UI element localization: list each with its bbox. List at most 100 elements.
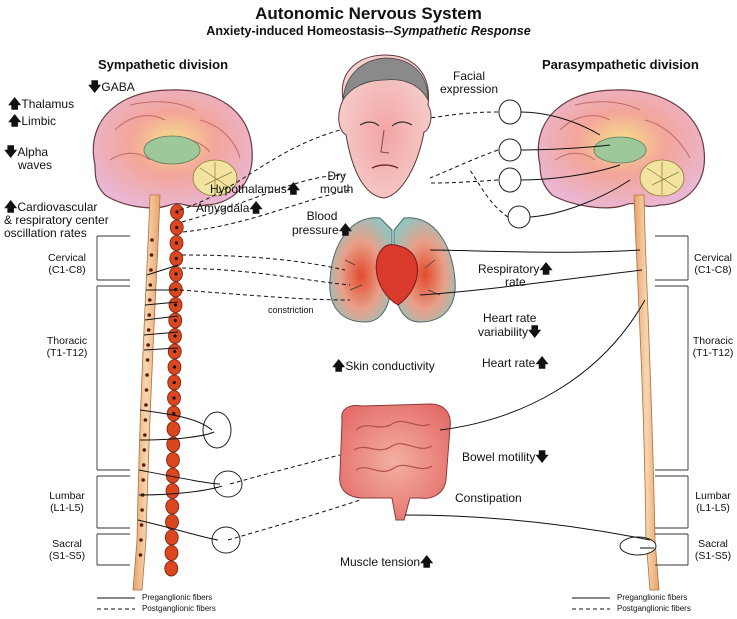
preganglionic-fibers — [137, 111, 654, 549]
right-legend-pre: Preganglionic fibers — [617, 593, 688, 602]
sacral-text: Sacral — [698, 538, 728, 550]
collateral-ganglia — [202, 411, 243, 554]
sacral-text: Sacral — [52, 538, 82, 550]
up-arrow-icon: 🡅 — [8, 113, 22, 128]
thalamus-text: Thalamus — [21, 97, 75, 111]
sacral-range: (S1-S5) — [48, 550, 86, 562]
spine-dot — [145, 373, 149, 377]
hrv-text-1: Heart rate — [483, 311, 537, 325]
chain-ganglion — [165, 514, 179, 530]
left-lumbar-label: Lumbar(L1-L5) — [42, 490, 92, 514]
ganglion-dot — [172, 411, 176, 416]
spine-dot — [148, 298, 152, 302]
bowel-motility-label: Bowel motility🡇 — [462, 450, 549, 464]
constipation-label: Constipation — [455, 491, 522, 505]
intestine-illustration — [339, 403, 451, 521]
ganglion-dot — [172, 396, 176, 400]
ganglion-dot — [172, 365, 177, 369]
right-region-brackets — [655, 235, 689, 566]
up-arrow-icon: 🡅 — [4, 199, 18, 214]
spine-dot — [139, 538, 143, 542]
diagram-title: Autonomic Nervous System — [255, 4, 482, 23]
cervical-range: (C1-C8) — [48, 264, 86, 276]
ganglion-dot — [172, 380, 176, 385]
cervical-range: (C1-C8) — [694, 264, 732, 276]
skin-text: Skin conductivity — [345, 359, 435, 373]
left-brain — [92, 89, 253, 209]
right-brain — [537, 89, 706, 209]
ganglion-dot — [174, 272, 178, 276]
lumbar-text: Lumbar — [49, 490, 85, 502]
spine-dot — [146, 328, 151, 332]
right-spinal-cord — [633, 194, 660, 591]
spine-dot — [139, 523, 144, 527]
limbic-text: Limbic — [21, 114, 57, 128]
spine-dot — [144, 388, 149, 392]
down-arrow-icon: 🡇 — [535, 449, 549, 464]
cardio-text-3: oscillation rates — [4, 226, 87, 240]
ganglion-dot — [174, 256, 178, 261]
chain-ganglion — [164, 529, 179, 546]
cardio-text-1: Cardiovascular — [17, 200, 98, 214]
left-thoracic-label: Thoracic(T1-T12) — [42, 335, 92, 359]
blood-text-2: pressure — [292, 223, 339, 237]
left-spine-dots — [138, 238, 154, 557]
left-region-brackets — [96, 235, 130, 566]
spine-dot — [148, 283, 153, 287]
postganglionic-fibers — [179, 111, 509, 541]
skin-conductivity-label: 🡅Skin conductivity — [332, 359, 435, 373]
alpha-text: Alpha — [17, 145, 49, 159]
sympathetic-chain — [164, 204, 184, 577]
right-legend-post: Postganglionic fibers — [617, 604, 691, 613]
gaba-label: 🡇GABA — [88, 80, 135, 94]
lungs-heart-illustration — [329, 217, 456, 323]
thoracic-text: Thoracic — [692, 335, 734, 347]
subtitle-main: Anxiety-induced Homeostasis-- — [206, 24, 394, 38]
right-lumbar-label: Lumbar(L1-L5) — [690, 490, 736, 514]
sacral-range: (S1-S5) — [694, 550, 732, 562]
respiratory-rate-label: Respiratory🡅rate — [478, 262, 553, 289]
dry-text-1: Dry — [327, 169, 347, 183]
chain-ganglion — [164, 560, 179, 577]
gaba-text: GABA — [101, 80, 135, 94]
up-arrow-icon: 🡅 — [332, 358, 346, 373]
spine-dot — [141, 478, 145, 482]
spine-dot — [143, 433, 147, 437]
cervical-text: Cervical — [48, 252, 86, 264]
up-arrow-icon: 🡅 — [286, 181, 301, 196]
left-legend-pre: Preganglionic fibers — [142, 593, 213, 602]
face-illustration — [338, 54, 432, 199]
hypothalamus-label: Hypothalamus🡅 — [210, 182, 300, 196]
up-arrow-icon: 🡅 — [8, 96, 22, 111]
right-sacral-label: Sacral(S1-S5) — [690, 538, 736, 562]
parasympathetic-division-title: Parasympathetic division — [542, 57, 699, 72]
spine-dot — [150, 238, 154, 242]
cervical-text: Cervical — [694, 252, 732, 264]
lumbar-range: (L1-L5) — [696, 502, 730, 514]
amygdala-text: Amygdala — [196, 201, 250, 215]
muscle-text: Muscle tension — [340, 555, 421, 569]
respiratory-text-1: Respiratory — [478, 262, 540, 276]
subtitle-italic: Sympathetic Response — [393, 24, 531, 38]
hrv-text-2: variability — [478, 325, 529, 339]
ganglion-dot — [175, 210, 179, 214]
blood-text-1: Blood — [306, 209, 338, 223]
hypothalamus-text: Hypothalamus — [210, 182, 287, 196]
sympathetic-division-title: Sympathetic division — [98, 57, 229, 72]
lumbar-text: Lumbar — [695, 490, 731, 502]
legend-lines — [97, 597, 610, 610]
thoracic-range: (T1-T12) — [46, 347, 88, 359]
spine-dot — [138, 553, 143, 557]
spine-dot — [145, 358, 150, 362]
down-arrow-icon: 🡇 — [528, 324, 542, 339]
spine-dot — [144, 403, 148, 407]
respiratory-text-2: rate — [505, 275, 526, 289]
limbic-label: 🡅Limbic — [8, 114, 56, 128]
spine-dot — [140, 508, 144, 512]
thoracic-text: Thoracic — [46, 335, 88, 347]
